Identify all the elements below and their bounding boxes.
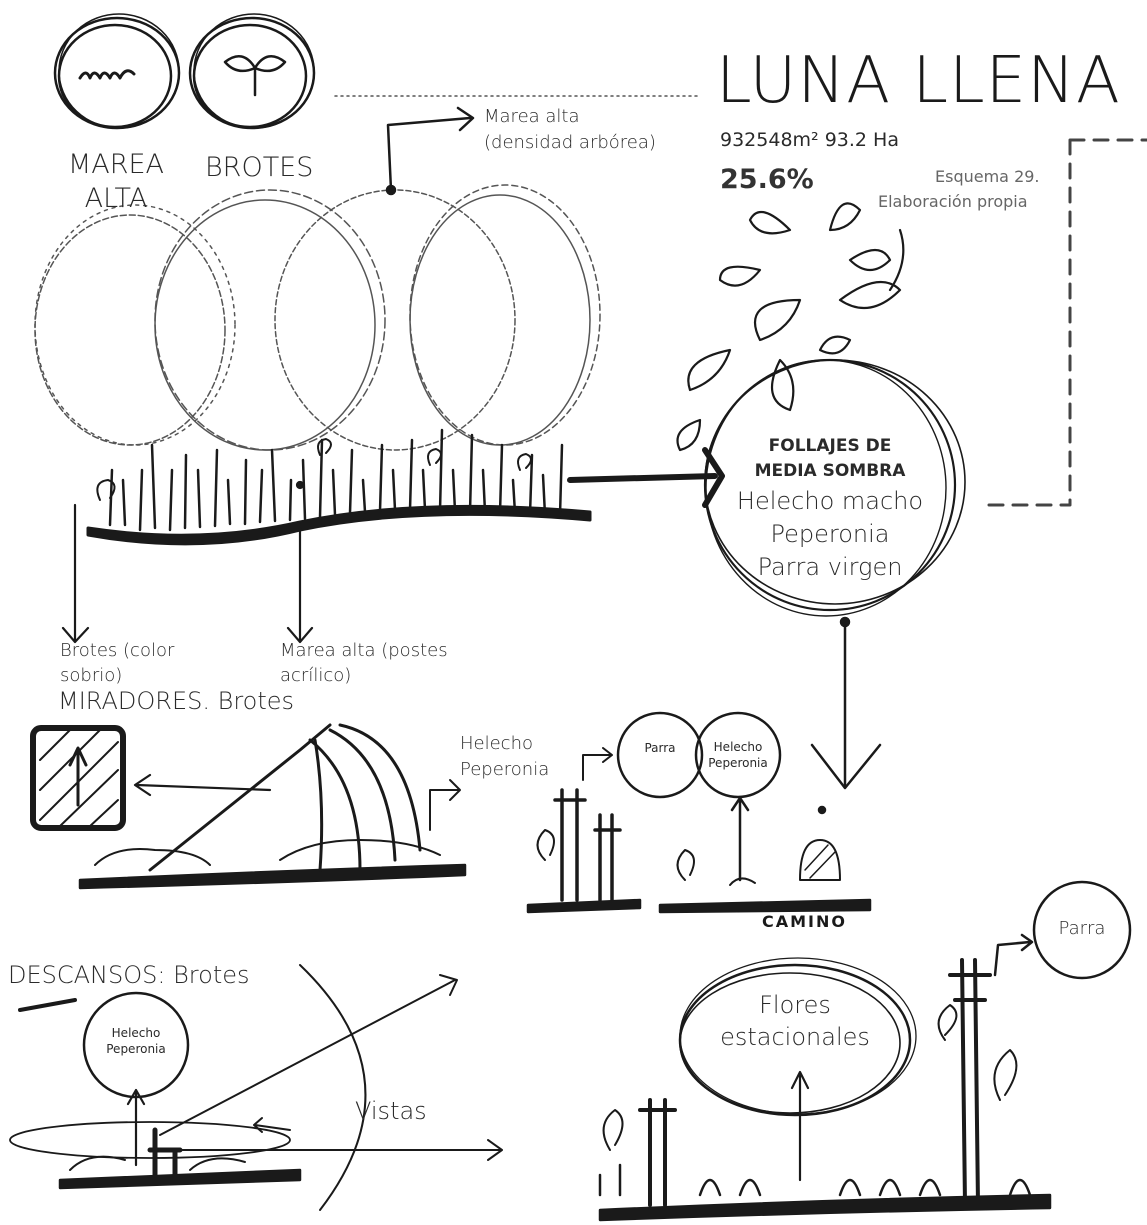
- camino-parra: Parra: [644, 741, 676, 755]
- miradores-label-1: Helecho: [460, 733, 534, 754]
- descansos-circle-2: Peperonia: [106, 1042, 166, 1056]
- flores-line1: Flores: [759, 991, 831, 1019]
- canopy-circles: [34, 184, 601, 451]
- flores-line2: estacionales: [720, 1023, 870, 1051]
- miradores-title: MIRADORES. Brotes: [58, 687, 295, 715]
- follajes-heading-1: FOLLAJES DE: [768, 436, 892, 456]
- follajes-item-3: Parra virgen: [757, 553, 903, 581]
- area-value: 932548m² 93.2 Ha: [720, 129, 899, 151]
- marea-alta-label-2: ALTA: [84, 183, 148, 214]
- flores-parra: Parra: [1058, 918, 1106, 939]
- brotes-icon: [188, 13, 316, 130]
- brotes-color-line1: Brotes (color: [60, 640, 175, 661]
- dashed-link: [983, 138, 1147, 507]
- camino-label: CAMINO: [762, 912, 847, 931]
- marea-postes-line2: acrílico): [280, 665, 352, 686]
- follajes-item-1: Helecho macho: [736, 487, 924, 515]
- flores-sketch: [598, 880, 1132, 1222]
- follajes-item-2: Peperonia: [770, 520, 890, 548]
- percent-value: 25.6%: [720, 164, 814, 195]
- follajes-circle: [703, 358, 966, 617]
- descansos-sketch: [9, 964, 503, 1211]
- marea-note-arrow: [385, 106, 475, 196]
- follajes-heading-2: MEDIA SOMBRA: [754, 461, 906, 481]
- follajes-down-arrow: [810, 616, 882, 790]
- brotes-color-line2: sobrio): [60, 665, 123, 686]
- brotes-label: BROTES: [205, 152, 314, 183]
- caption-line2: Elaboración propia: [878, 192, 1028, 211]
- ground-strip: [86, 428, 592, 546]
- descansos-circle-1: Helecho: [111, 1026, 161, 1040]
- miradores-label-2: Peperonia: [460, 759, 550, 780]
- camino-peperonia: Peperonia: [708, 756, 768, 770]
- follajes-flowers: [676, 202, 905, 452]
- descansos-title: DESCANSOS: Brotes: [8, 961, 250, 989]
- caption-line1: Esquema 29.: [935, 167, 1040, 186]
- miradores-sketch: [30, 723, 467, 890]
- strip-arrows: [61, 480, 314, 644]
- marea-alta-icon: [53, 13, 181, 130]
- marea-note-line1: Marea alta: [484, 106, 580, 127]
- marea-note-line2: (densidad arbórea): [484, 132, 656, 153]
- marea-alta-label-1: MAREA: [67, 149, 165, 180]
- vistas-label: Vistas: [355, 1097, 427, 1125]
- page-title: LUNA LLENA: [716, 44, 1121, 118]
- camino-helecho: Helecho: [713, 740, 763, 754]
- marea-postes-line1: Marea alta (postes: [280, 640, 448, 661]
- strip-to-follajes-arrow: [567, 447, 725, 508]
- camino-sketch: [526, 711, 872, 914]
